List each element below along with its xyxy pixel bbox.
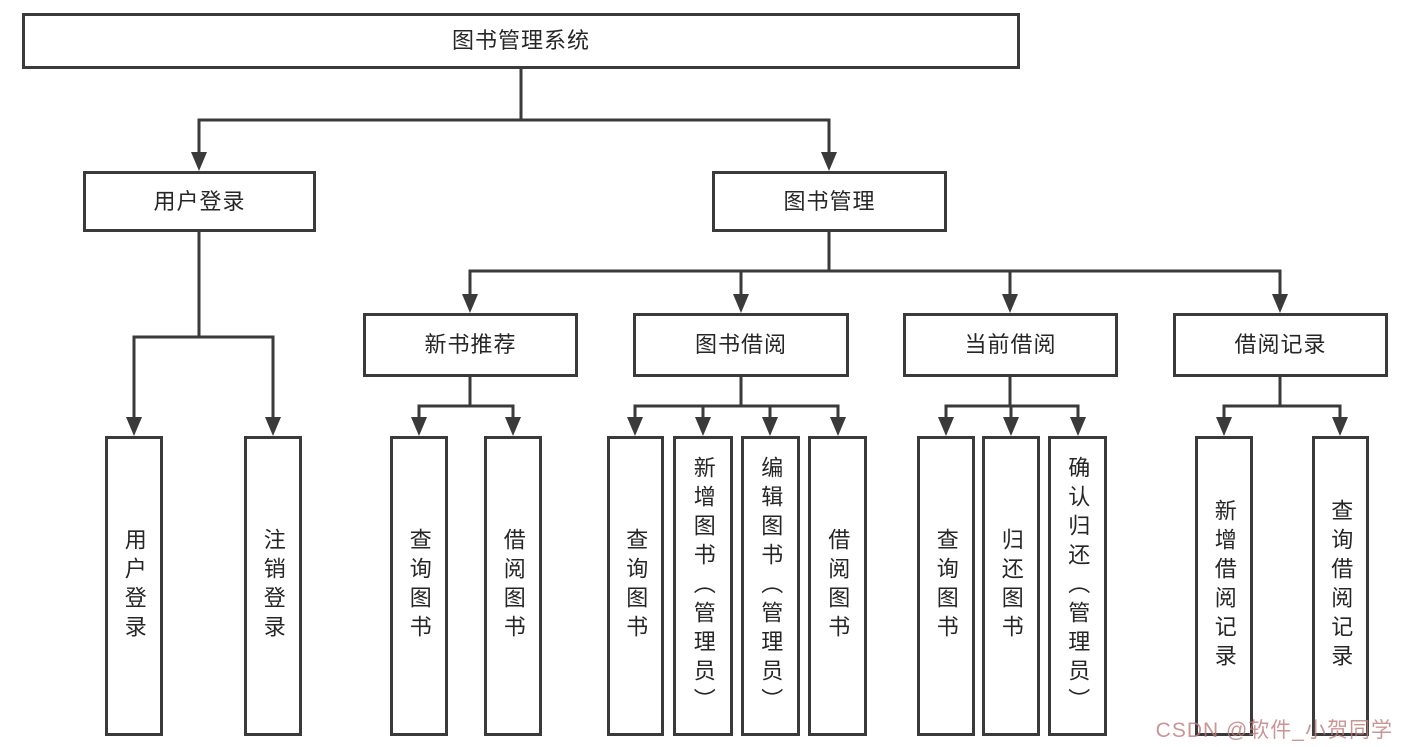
leaf-edit-books-admin: 编辑图书（管理员） [741, 436, 800, 736]
arrow-down-marker [762, 417, 778, 436]
node-user-login: 用户登录 [83, 171, 316, 232]
node-book-management: 图书管理 [712, 171, 947, 232]
leaf-return-books: 归还图书 [982, 436, 1040, 736]
node-current-borrow: 当前借阅 [903, 313, 1118, 377]
arrow-down-marker [411, 417, 427, 436]
leaf-add-books-admin: 新增图书（管理员） [673, 436, 733, 736]
edge-root-to-level2 [191, 69, 837, 171]
leaf-confirm-return-admin: 确认归还（管理员） [1048, 436, 1107, 736]
arrow-down-marker [1070, 417, 1086, 436]
edge-book-borrow-children [627, 377, 846, 436]
arrow-down-marker [821, 152, 837, 171]
node-root: 图书管理系统 [22, 13, 1020, 69]
arrow-down-marker [627, 417, 643, 436]
arrow-down-marker [126, 417, 142, 436]
arrow-down-marker [1216, 417, 1232, 436]
arrow-down-marker [505, 417, 521, 436]
arrow-down-marker [938, 417, 954, 436]
arrow-down-marker [733, 294, 749, 313]
leaf-query-books-current: 查询图书 [917, 436, 975, 736]
arrow-down-marker [695, 417, 711, 436]
arrow-down-marker [265, 417, 281, 436]
leaf-query-borrow-record: 查询借阅记录 [1312, 436, 1369, 736]
leaf-query-books-recommend: 查询图书 [390, 436, 448, 736]
leaf-add-borrow-record: 新增借阅记录 [1195, 436, 1253, 736]
arrow-down-marker [191, 152, 207, 171]
node-new-book-recommend: 新书推荐 [363, 313, 578, 377]
leaf-borrow-books-recommend: 借阅图书 [484, 436, 542, 736]
leaf-query-books-borrow: 查询图书 [607, 436, 664, 736]
csdn-watermark: CSDN @软件_小贺同学 [1155, 719, 1393, 742]
node-borrow-records: 借阅记录 [1173, 313, 1388, 377]
arrow-down-marker [462, 294, 478, 313]
arrow-down-marker [1002, 294, 1018, 313]
node-book-borrow: 图书借阅 [633, 313, 849, 377]
leaf-borrow-books-borrow: 借阅图书 [808, 436, 867, 736]
edge-book-management-children [462, 232, 1288, 313]
leaf-logout: 注销登录 [244, 436, 302, 736]
edge-current-borrow-children [938, 377, 1086, 436]
arrow-down-marker [1272, 294, 1288, 313]
edge-borrow-records-children [1216, 377, 1348, 436]
edge-new-book-children [411, 377, 521, 436]
arrow-down-marker [1003, 417, 1019, 436]
leaf-user-login: 用户登录 [105, 436, 163, 736]
arrow-down-marker [830, 417, 846, 436]
arrow-down-marker [1332, 417, 1348, 436]
edge-user-login-children [126, 232, 281, 436]
